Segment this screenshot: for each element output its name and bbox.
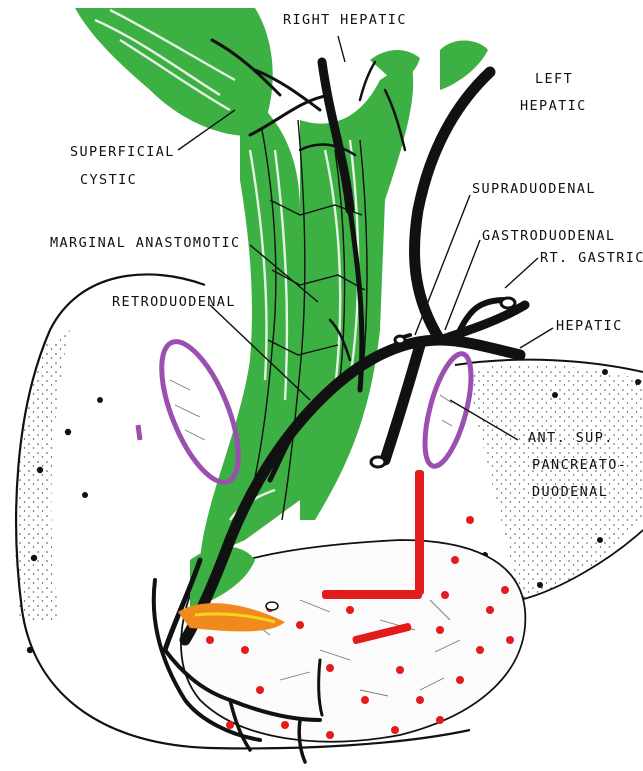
label-ant-sup-line2: PANCREATO-: [532, 457, 627, 473]
label-ant-sup-line1: ANT. SUP.: [528, 430, 614, 446]
label-supraduodenal: SUPRADUODENAL: [472, 181, 596, 197]
label-right-hepatic: RIGHT HEPATIC: [283, 12, 407, 28]
label-hepatic: HEPATIC: [556, 318, 623, 334]
label-superficial-cystic-line1: SUPERFICIAL: [70, 144, 175, 160]
ampulla-highlight: [178, 602, 285, 631]
label-rt-gastric: RT. GASTRIC: [540, 250, 643, 266]
label-ant-sup-line3: DUODENAL: [532, 484, 608, 500]
label-gastroduodenal: GASTRODUODENAL: [482, 228, 615, 244]
label-left-hepatic-line2: HEPATIC: [520, 98, 587, 114]
label-retroduodenal: RETRODUODENAL: [112, 294, 236, 310]
label-superficial-cystic-line2: CYSTIC: [80, 172, 137, 188]
label-left-hepatic-line1: LEFT: [535, 71, 573, 87]
label-marginal-anastomotic: MARGINAL ANASTOMOTIC: [50, 235, 241, 251]
